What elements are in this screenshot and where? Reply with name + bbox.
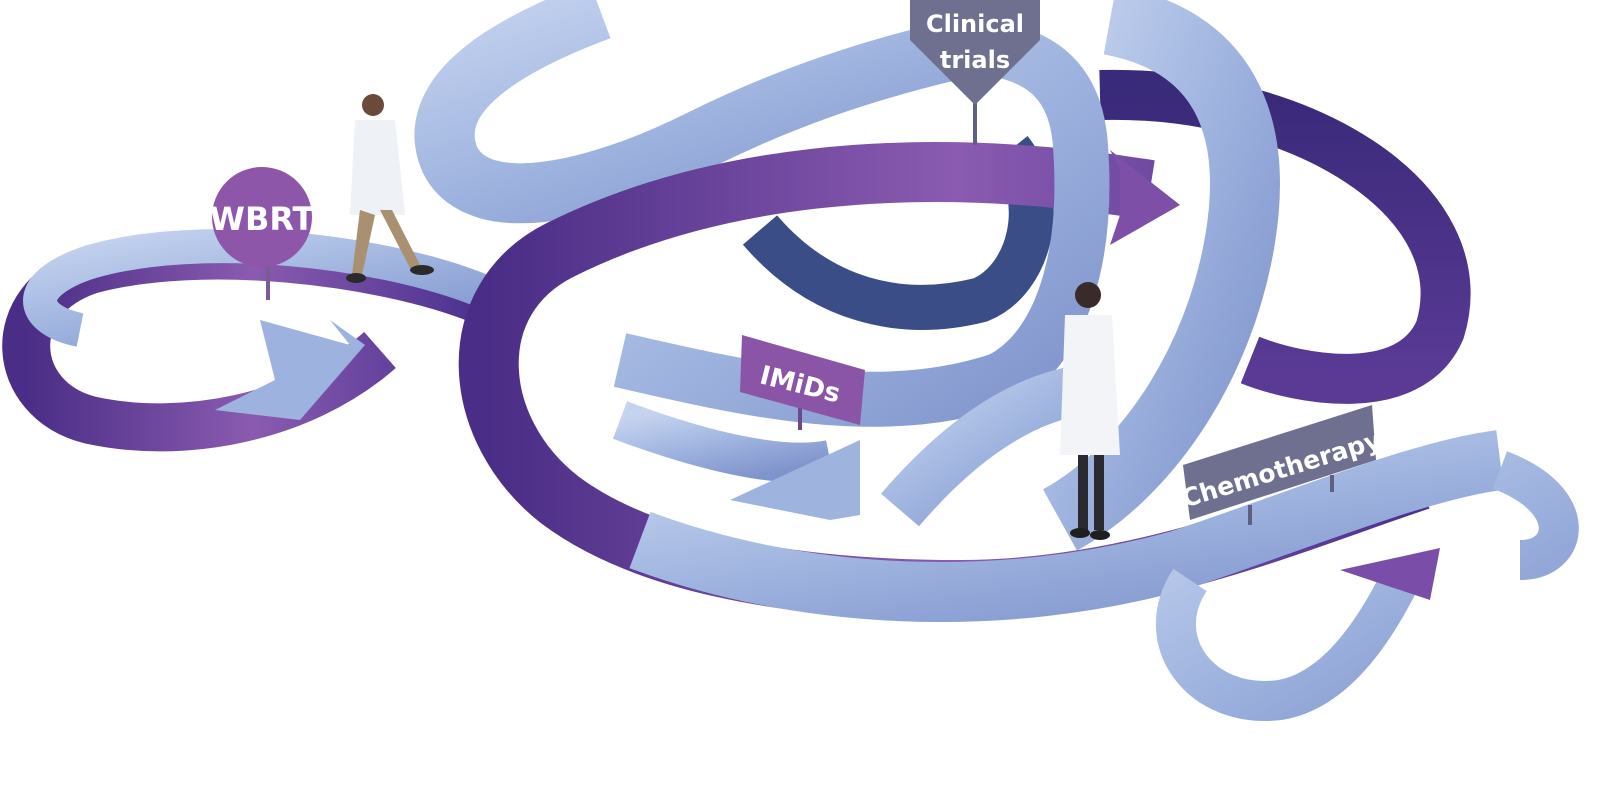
sign-wbrt-label: WBRT xyxy=(210,200,315,238)
doctor-woman-figure xyxy=(1060,282,1120,540)
ribbon-left xyxy=(2,229,489,452)
sign-imids: IMiDs xyxy=(740,335,865,430)
sign-clinical-trials: Clinical trials xyxy=(910,0,1040,145)
ribbon-bottom-right xyxy=(1155,451,1579,721)
sign-wbrt: WBRT xyxy=(210,167,315,300)
sign-clinical-trials-label-1: Clinical xyxy=(926,10,1024,38)
sign-clinical-trials-label-2: trials xyxy=(940,46,1010,74)
doctor-man-figure xyxy=(346,94,434,283)
ribbon-back xyxy=(414,0,1471,551)
